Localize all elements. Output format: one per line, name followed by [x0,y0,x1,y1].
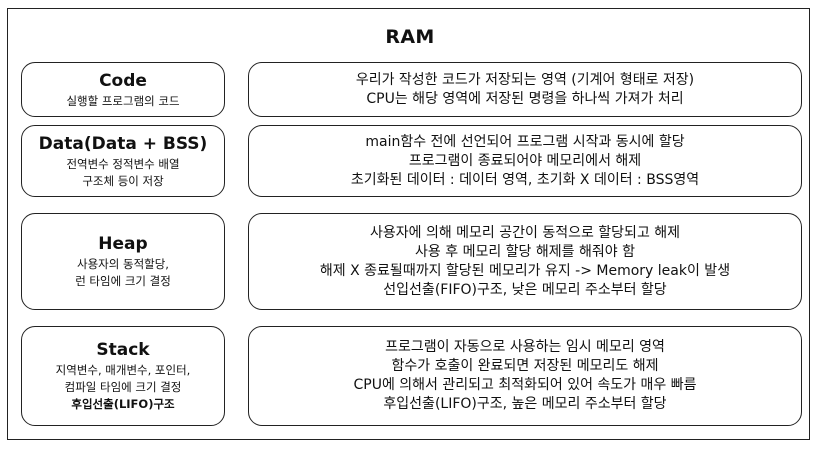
stack-detail-line: 프로그램이 자동으로 사용하는 임시 메모리 영역 [385,339,665,355]
data-detail-line: 프로그램이 종료되어야 메모리에서 해제 [408,152,642,169]
heap-detail-line: 해제 X 종료될때까지 할당된 메모리가 유지 -> Memory leak이 … [319,262,731,279]
heap-detail-line: 사용 후 메모리 할당 해제를 해줘야 함 [415,243,635,260]
heap-detail-line: 선입선출(FIFO)구조, 낮은 메모리 주소부터 할당 [383,281,667,298]
heap-segment-desc: 사용자의 동적할당, [77,257,169,271]
data-detail-line: main함수 전에 선언되어 프로그램 시작과 동시에 할당 [365,133,685,150]
code-detail-box: 우리가 작성한 코드가 저장되는 영역 (기계어 형태로 저장) CPU는 해당… [248,62,802,117]
stack-detail-line: 후입선출(LIFO)구조, 높은 메모리 주소부터 할당 [383,396,667,412]
heap-segment-desc: 런 타임에 크기 결정 [75,274,171,288]
stack-detail-box: 프로그램이 자동으로 사용하는 임시 메모리 영역 함수가 호출이 완료되면 저… [248,326,802,426]
data-segment-name: Data(Data + BSS) [38,133,208,154]
stack-segment-box: Stack 지역변수, 매개변수, 포인터, 컴파일 타임에 크기 결정 후입선… [21,326,225,426]
heap-detail-line: 사용자에 의해 메모리 공간이 동적으로 할당되고 해제 [369,224,681,241]
ram-diagram-frame [7,8,810,440]
data-segment-desc: 전역변수 정적변수 배열 [66,156,180,171]
code-segment-desc: 실행할 프로그램의 코드 [66,93,180,108]
stack-segment-desc: 후입선출(LIFO)구조 [71,397,175,411]
code-detail-line: CPU는 해당 영역에 저장된 명령을 하나씩 가져가 처리 [366,90,684,107]
code-segment-name: Code [99,70,147,91]
code-detail-line: 우리가 작성한 코드가 저장되는 영역 (기계어 형태로 저장) [355,71,695,88]
stack-segment-desc: 지역변수, 매개변수, 포인터, [55,363,191,377]
code-segment-box: Code 실행할 프로그램의 코드 [21,62,225,117]
diagram-title: RAM [385,26,435,48]
data-detail-box: main함수 전에 선언되어 프로그램 시작과 동시에 할당 프로그램이 종료되… [248,125,802,197]
stack-detail-line: CPU에 의해서 관리되고 최적화되어 있어 속도가 매우 빠름 [353,377,697,393]
data-segment-box: Data(Data + BSS) 전역변수 정적변수 배열 구조체 등이 저장 [21,125,225,197]
heap-detail-box: 사용자에 의해 메모리 공간이 동적으로 할당되고 해제 사용 후 메모리 할당… [248,213,802,310]
heap-segment-box: Heap 사용자의 동적할당, 런 타임에 크기 결정 [21,213,225,310]
stack-detail-line: 함수가 호출이 완료되면 저장된 메모리도 해제 [391,358,659,374]
data-segment-desc: 구조체 등이 저장 [82,173,164,188]
stack-segment-desc: 컴파일 타임에 크기 결정 [64,380,182,394]
heap-segment-name: Heap [98,234,148,254]
data-detail-line: 초기화된 데이터 : 데이터 영역, 초기화 X 데이터 : BSS영역 [350,171,700,188]
stack-segment-name: Stack [96,340,150,360]
